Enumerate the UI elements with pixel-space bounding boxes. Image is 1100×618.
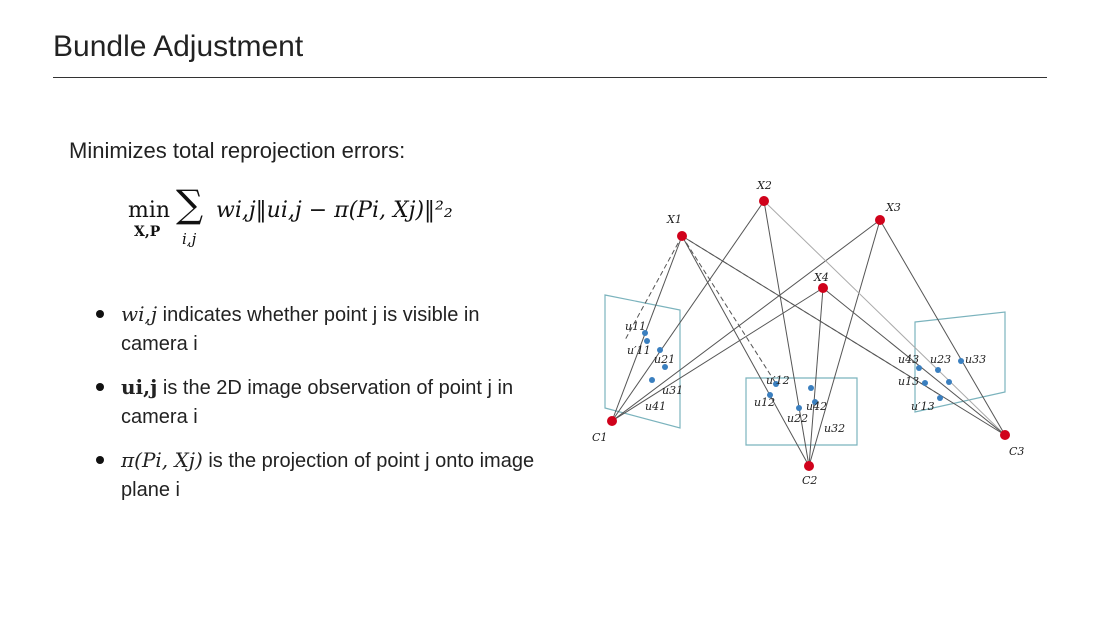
projection-point [935,367,941,373]
label-x1: X1 [666,213,682,226]
bullet-math: π(Pi, Xj) [121,448,203,472]
bullet-dot [96,310,104,318]
image-plane-3 [914,311,1006,413]
bullet-dot [96,383,104,391]
label-c2: C2 [802,474,817,487]
projection-point [773,381,779,387]
label-u13: u13 [898,375,919,388]
label-c3: C3 [1009,445,1024,458]
label-c1: C1 [592,431,607,444]
projection-point [644,338,650,344]
camera-c3 [1000,430,1010,440]
points-3d [607,196,1010,471]
projection-point [922,380,928,386]
label-u43: u43 [898,353,919,366]
bullet-item: π(Pi, Xj) is the projection of point j o… [96,446,536,505]
bullet-text: indicates whether point j is visible in … [121,304,480,355]
label-u11: u11 [625,320,646,333]
bullet-dot [96,456,104,464]
point-x2 [759,196,769,206]
projection-point [958,358,964,364]
bullet-item: ui,j is the 2D image observation of poin… [96,373,536,432]
label-u33: u33 [965,353,986,366]
projection-point [657,347,663,353]
bundle-adjustment-diagram: X1 X2 X3 X4 C1 C2 C3 u11 u′11 u21 u31 u4… [592,179,1024,487]
projection-point [916,365,922,371]
formula-min: min [128,198,171,223]
bullet-list: wi,j indicates whether point j is visibl… [96,300,536,519]
label-u32: u32 [824,422,845,435]
label-u31: u31 [662,384,683,397]
bullet-math: wi,j [121,302,158,326]
projection-point [649,377,655,383]
label-u12: u12 [754,396,775,409]
camera-c1 [607,416,617,426]
label-u42: u42 [806,400,827,413]
bullet-text: is the 2D image observation of point j i… [121,377,514,428]
bullet-text: is the projection of point j onto image … [121,450,535,501]
slide-subtitle: Minimizes total reprojection errors: [69,138,406,163]
projection-points [642,330,964,411]
projection-point [937,395,943,401]
label-u21: u21 [654,353,675,366]
title-divider [53,77,1047,78]
rays [611,200,1006,467]
image-plane-1 [604,294,681,429]
projection-point [796,405,802,411]
label-u13-prime: u′13 [911,400,935,413]
label-u11-prime: u′11 [627,344,651,357]
label-x3: X3 [885,201,901,214]
slide-title: Bundle Adjustment [53,30,304,63]
label-u12-prime: u′12 [766,374,790,387]
projection-point [808,385,814,391]
formula-sum-symbol: ∑ [176,182,204,226]
dashed-rays [624,235,941,396]
projection-point [642,330,648,336]
projection-point [767,392,773,398]
projection-point [662,364,668,370]
label-x4: X4 [813,271,829,284]
label-u41: u41 [645,400,666,413]
camera-c2 [804,461,814,471]
image-plane-2 [745,377,858,446]
formula-body: wi,j‖ui,j − π(Pi, Xj)‖²₂ [216,198,453,223]
formula-sum-subscript: i,j [182,230,197,248]
projection-point [812,399,818,405]
point-x4 [818,283,828,293]
label-u22: u22 [787,412,808,425]
formula-min-subscript: X,P [134,224,161,240]
bullet-item: wi,j indicates whether point j is visibl… [96,300,536,359]
bullet-math: ui,j [121,375,158,399]
point-x3 [875,215,885,225]
point-x1 [677,231,687,241]
label-u23: u23 [930,353,951,366]
label-x2: X2 [756,179,772,192]
projection-point [946,379,952,385]
